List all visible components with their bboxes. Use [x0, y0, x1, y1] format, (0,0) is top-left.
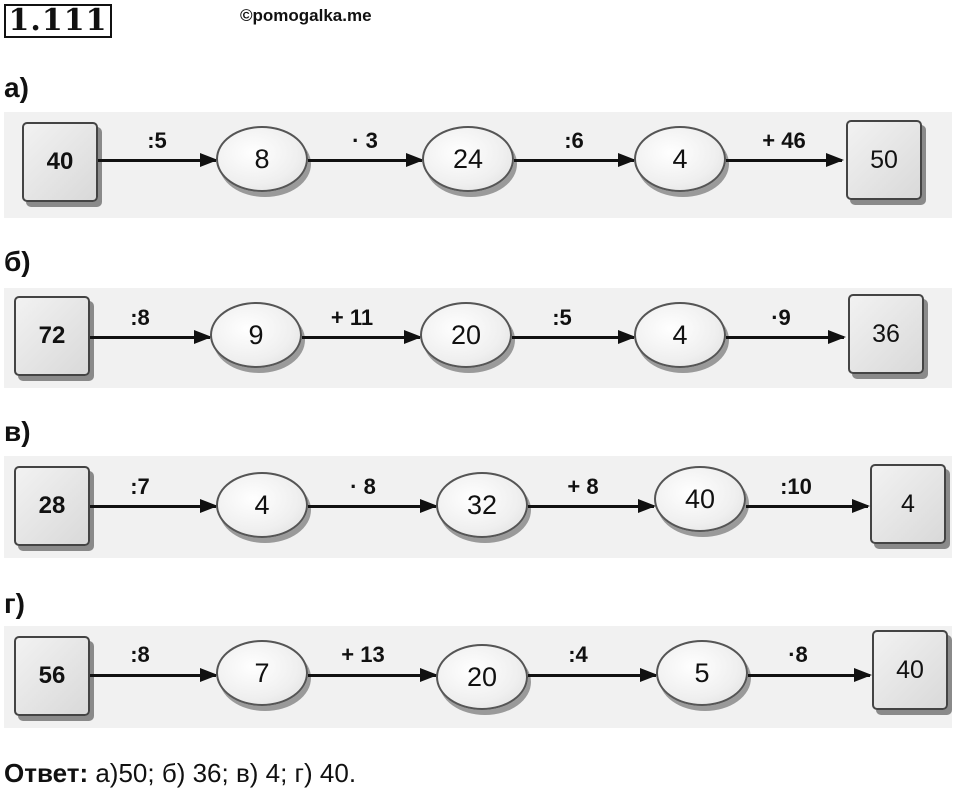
- row-c-oval-2: 32: [436, 472, 528, 538]
- row-c-end-box: 4: [870, 464, 946, 544]
- row-c-oval-3: 40: [654, 466, 746, 532]
- row-b-arrow-3: [512, 330, 636, 344]
- row-b-oval-1: 9: [210, 302, 302, 368]
- task-number: 1.111: [4, 4, 112, 38]
- row-c-arrow-3: [528, 499, 656, 513]
- row-b-op-4: ·9: [771, 305, 791, 330]
- row-d-op-2: + 13: [341, 642, 385, 667]
- row-a-start-box: 40: [22, 122, 98, 202]
- row-c-label: в): [4, 416, 31, 447]
- row-c-arrow-1: [90, 499, 218, 513]
- row-c-op-1: :7: [130, 474, 150, 499]
- row-a-op-4: + 46: [762, 128, 806, 153]
- row-b-end-box: 36: [848, 294, 924, 374]
- row-b-op-1: :8: [130, 305, 150, 330]
- row-d-start-box: 56: [14, 636, 90, 716]
- row-b-arrow-1: [90, 330, 212, 344]
- row-a-oval-1: 8: [216, 126, 308, 192]
- row-b-op-2: + 11: [330, 305, 374, 330]
- answer-prefix: Ответ:: [4, 758, 89, 788]
- row-b-start-box: 72: [14, 296, 90, 376]
- row-a-oval-2: 24: [422, 126, 514, 192]
- row-c-start-box: 28: [14, 466, 90, 546]
- row-d-arrow-3: [528, 668, 658, 682]
- row-d-arrow-2: [308, 668, 438, 682]
- row-a-label: а): [4, 72, 29, 103]
- row-d-op-4: ·8: [788, 642, 808, 667]
- row-d-oval-3: 5: [656, 640, 748, 706]
- watermark: ©pomogalka.me: [240, 6, 372, 25]
- row-d-arrow-4: [748, 668, 872, 682]
- row-d-end-box: 40: [872, 630, 948, 710]
- row-b-oval-3: 4: [634, 302, 726, 368]
- answer-text: а)50; б) 36; в) 4; г) 40.: [88, 758, 357, 788]
- answer-line: Ответ: а)50; б) 36; в) 4; г) 40.: [4, 758, 356, 789]
- row-c-oval-1: 4: [216, 472, 308, 538]
- row-c-arrow-4: [746, 499, 870, 513]
- row-b-arrow-4: [726, 330, 846, 344]
- row-d-arrow-1: [90, 668, 218, 682]
- row-c-arrow-2: [308, 499, 438, 513]
- row-a-op-2: · 3: [352, 128, 378, 153]
- row-a-arrow-2: [308, 153, 424, 167]
- row-d-oval-2: 20: [436, 644, 528, 710]
- row-b-arrow-2: [302, 330, 422, 344]
- row-b-label: б): [4, 246, 31, 277]
- row-a-op-1: :5: [147, 128, 167, 153]
- row-a-op-3: :6: [564, 128, 584, 153]
- row-a-arrow-1: [98, 153, 218, 167]
- row-c-op-2: · 8: [350, 474, 376, 499]
- row-a-end-box: 50: [846, 120, 922, 200]
- row-c-op-3: + 8: [567, 474, 599, 499]
- row-c-op-4: :10: [780, 474, 812, 499]
- row-b-oval-2: 20: [420, 302, 512, 368]
- row-a-arrow-3: [514, 153, 636, 167]
- row-a-arrow-4: [726, 153, 844, 167]
- row-b-op-3: :5: [552, 305, 572, 330]
- row-a-oval-3: 4: [634, 126, 726, 192]
- row-d-op-3: :4: [568, 642, 588, 667]
- row-d-op-1: :8: [130, 642, 150, 667]
- row-d-oval-1: 7: [216, 640, 308, 706]
- row-d-label: г): [4, 588, 25, 619]
